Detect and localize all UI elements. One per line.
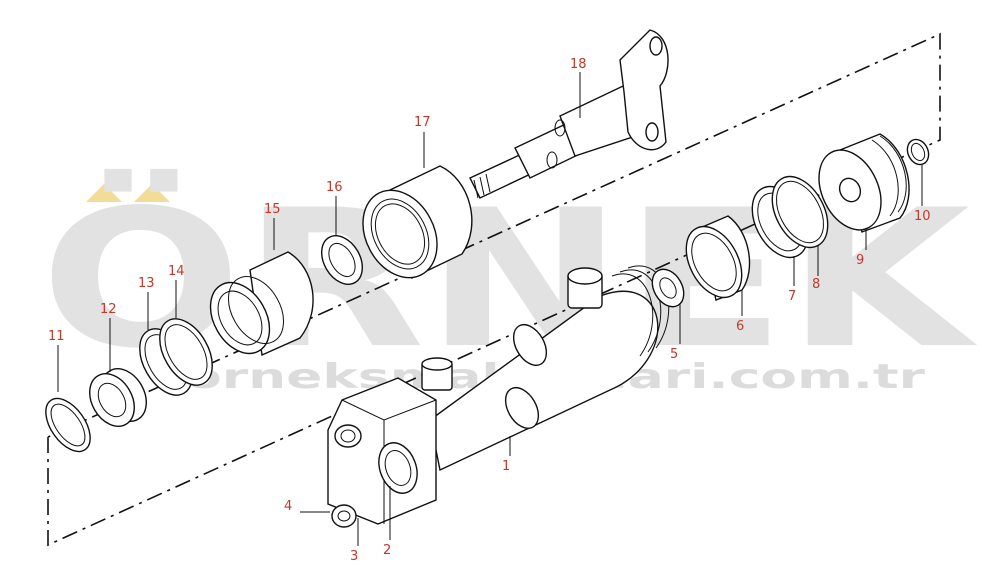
part-14-wiper-ring — [159, 318, 213, 386]
callout-15: 15 — [264, 202, 281, 217]
callout-16: 16 — [326, 180, 343, 195]
part-5-nut — [651, 268, 685, 308]
assembly-centerline — [47, 32, 941, 547]
part-18-piston-rod — [469, 29, 669, 199]
callout-10: 10 — [914, 209, 931, 224]
part-16-ring — [321, 235, 363, 285]
part-17-gland-nut — [362, 165, 473, 280]
callout-5: 5 — [670, 347, 678, 362]
part-8-backup-ring — [771, 175, 829, 249]
callout-3: 3 — [350, 549, 358, 564]
callout-2: 2 — [383, 543, 391, 558]
part-4-plug — [331, 504, 357, 528]
part-9-piston — [818, 133, 910, 233]
part-10-o-ring — [906, 138, 930, 166]
part-2-end-block — [327, 357, 453, 525]
part-3-fitting — [334, 424, 362, 448]
part-15-gland — [209, 251, 314, 357]
callout-9: 9 — [856, 253, 864, 268]
part-12-bushing — [89, 368, 147, 427]
callout-8: 8 — [812, 277, 820, 292]
callout-14: 14 — [168, 264, 185, 279]
callout-6: 6 — [736, 319, 744, 334]
part-11-snap-ring — [45, 397, 91, 453]
callout-13: 13 — [138, 276, 155, 291]
callout-18: 18 — [570, 57, 587, 72]
callout-labels: 1 2 3 4 5 6 7 8 9 10 11 12 13 14 15 16 1… — [48, 57, 931, 564]
watermark-accent-left — [86, 184, 122, 202]
part-1-cylinder-barrel — [429, 265, 670, 472]
callout-11: 11 — [48, 329, 65, 344]
part-6-ring — [685, 215, 751, 301]
callout-4: 4 — [284, 499, 292, 514]
watermark-accent-right — [134, 184, 170, 202]
leader-lines — [57, 72, 923, 546]
callout-12: 12 — [100, 302, 117, 317]
callout-17: 17 — [414, 115, 431, 130]
callout-1: 1 — [502, 459, 510, 474]
callout-7: 7 — [788, 289, 796, 304]
